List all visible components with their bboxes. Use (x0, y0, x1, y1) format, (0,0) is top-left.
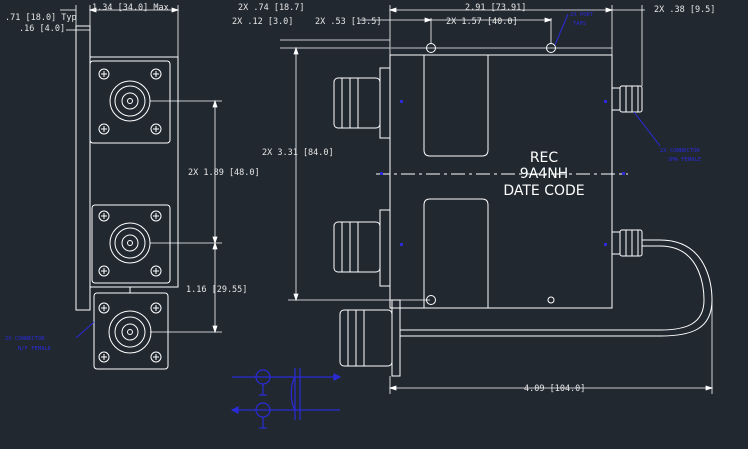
dim-409: 4.09 [104.0] (524, 384, 585, 394)
note-right-leader (633, 111, 661, 147)
dim-38: 2X .38 [9.5] (654, 5, 715, 15)
port-tap-4 (547, 296, 555, 304)
n-connector-bottom (93, 287, 169, 370)
dim-max-134: 1.34 [34.0] Max (92, 3, 169, 13)
note-top-leader (554, 13, 569, 46)
note-left-leader (75, 321, 95, 339)
dim-53: 2X .53 [13.5] (315, 17, 382, 27)
label-part-number: 9A4NH (520, 166, 568, 182)
label-date-code: DATE CODE (503, 183, 584, 199)
note-top-line1: 2X PORT (570, 12, 594, 18)
dim-116: 1.16 [29.55] (186, 285, 247, 295)
dim-331: 2X 3.31 [84.0] (262, 148, 334, 158)
side-dimension-lines (280, 5, 714, 394)
sma-connector-bottom (611, 229, 643, 257)
note-left-line2: N/F FEMALE (18, 346, 51, 352)
upper-pocket (423, 55, 489, 157)
front-view (60, 5, 222, 370)
lower-pocket (423, 198, 489, 308)
coupler-schematic (230, 368, 342, 429)
side-n-connector-top (333, 67, 391, 139)
dim-16: .16 [4.0] (19, 24, 65, 34)
dim-189: 2X 1.89 [48.0] (188, 168, 260, 178)
dim-74: 2X .74 [18.7] (238, 3, 305, 13)
dim-291: 2.91 [73.91] (465, 3, 526, 13)
dim-typ-71: .71 [18.0] Typ (5, 13, 77, 23)
coax-cable (400, 239, 713, 337)
n-connector-top (89, 60, 171, 144)
dim-157: 2X 1.57 [40.0] (446, 17, 518, 27)
side-n-connector-bottom (333, 209, 391, 287)
note-right-line2: SMA FEMALE (668, 157, 701, 163)
note-right-line1: 2X CONNECTOR (660, 148, 700, 154)
coax-cable-inner (400, 245, 705, 331)
dim-12: 2X .12 [3.0] (232, 17, 293, 27)
cable-n-connector (339, 299, 401, 377)
note-left-line1: 2X CONNECTOR (5, 336, 45, 342)
note-top-line2: TAPS (573, 21, 586, 27)
housing (389, 54, 613, 309)
housing-markers (380, 100, 625, 246)
label-rec: REC (530, 150, 559, 166)
sma-connector-top (611, 85, 643, 113)
front-body (89, 56, 179, 288)
front-dimension-lines (60, 5, 222, 334)
side-view (280, 5, 714, 394)
